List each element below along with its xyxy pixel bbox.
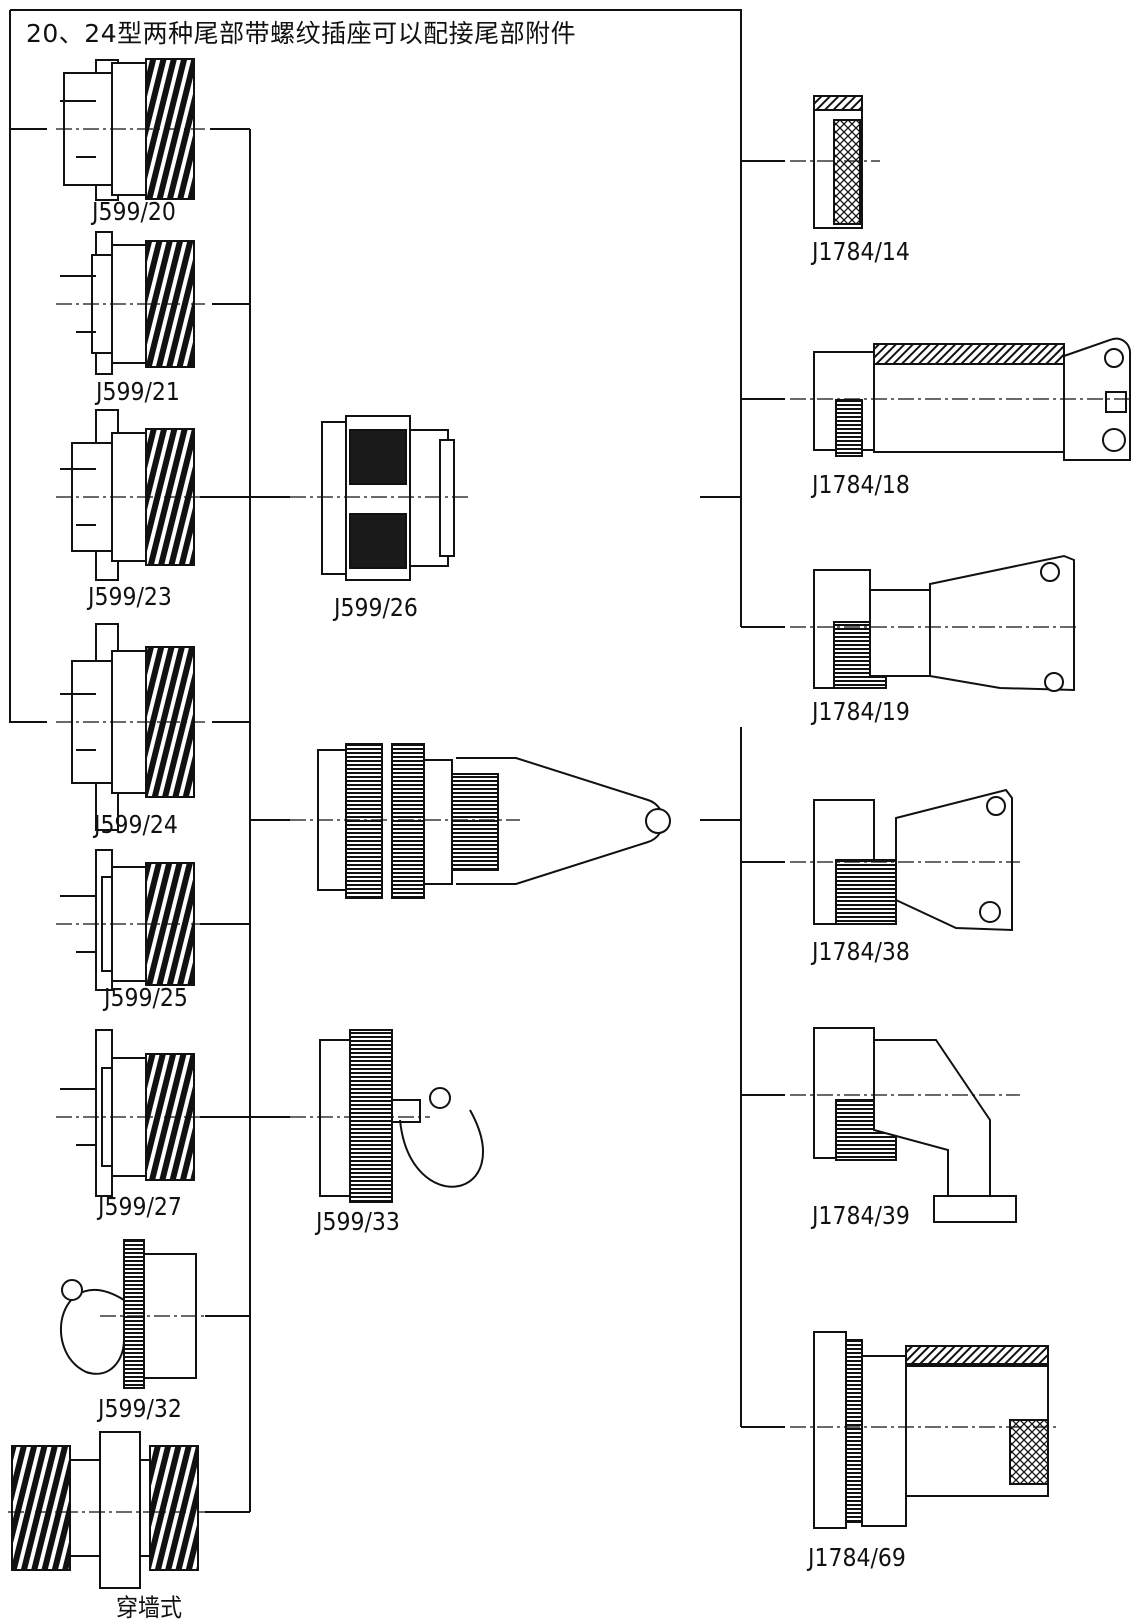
label-left-6: J599/27 bbox=[98, 1193, 182, 1222]
label-middle-2: J599/33 bbox=[316, 1208, 400, 1237]
right-accessory-19 bbox=[790, 554, 1080, 692]
label-right-1: J1784/14 bbox=[812, 238, 910, 267]
left-connector-1 bbox=[56, 58, 205, 201]
left-connector-3 bbox=[56, 409, 205, 581]
right-accessory-39 bbox=[790, 1027, 1020, 1223]
right-accessory-38 bbox=[790, 788, 1020, 932]
label-middle-1: J599/26 bbox=[334, 594, 418, 623]
left-connector-6 bbox=[56, 1029, 205, 1197]
left-connector-4 bbox=[56, 623, 205, 831]
label-right-4: J1784/38 bbox=[812, 938, 910, 967]
middle-cover-lanyard bbox=[290, 743, 671, 899]
left-connector-5 bbox=[56, 849, 205, 991]
diagram-title: 20、24型两种尾部带螺纹插座可以配接尾部附件 bbox=[26, 19, 577, 48]
label-left-8: 穿墙式 bbox=[116, 1594, 183, 1623]
left-cap-32 bbox=[60, 1239, 210, 1389]
label-right-2: J1784/18 bbox=[812, 471, 910, 500]
left-connector-2 bbox=[56, 231, 205, 375]
right-accessory-14 bbox=[790, 95, 880, 229]
connection-lines bbox=[9, 9, 785, 1513]
label-left-1: J599/20 bbox=[92, 198, 176, 227]
label-right-3: J1784/19 bbox=[812, 698, 910, 727]
right-accessory-69 bbox=[790, 1331, 1060, 1529]
middle-connector-26 bbox=[290, 415, 470, 581]
label-left-3: J599/23 bbox=[88, 583, 172, 612]
left-feedthrough bbox=[8, 1431, 210, 1589]
middle-cap-33 bbox=[290, 1029, 484, 1203]
label-left-2: J599/21 bbox=[96, 378, 180, 407]
label-left-4: J599/24 bbox=[94, 811, 178, 840]
label-left-5: J599/25 bbox=[104, 984, 188, 1013]
label-right-6: J1784/69 bbox=[808, 1544, 906, 1573]
label-left-7: J599/32 bbox=[98, 1395, 182, 1424]
title-frame bbox=[10, 9, 742, 130]
right-accessory-18 bbox=[790, 337, 1132, 461]
label-right-5: J1784/39 bbox=[812, 1202, 910, 1231]
